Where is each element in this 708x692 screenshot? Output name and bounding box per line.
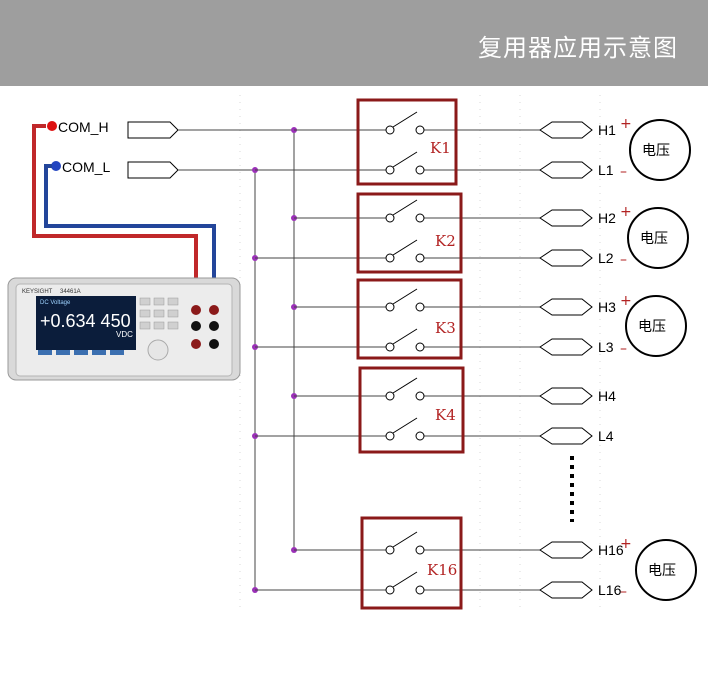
minus-sign: –	[620, 164, 627, 180]
blue-wire	[44, 164, 216, 320]
multimeter-unit: VDC	[116, 330, 133, 339]
multimeter-brand: KEYSIGHT	[22, 289, 53, 295]
plus-sign: +	[620, 116, 632, 132]
multimeter: KEYSIGHT 34461A DC Voltage +0.634 450 VD…	[7, 277, 241, 381]
terminal-high-label: H4	[598, 388, 616, 404]
input-high-jack	[191, 305, 201, 315]
voltage-source	[625, 295, 687, 357]
terminal-high-label: H2	[598, 210, 616, 226]
relay-box	[356, 192, 463, 274]
page-title: 复用器应用示意图	[478, 34, 678, 62]
terminal-high-label: H1	[598, 122, 616, 138]
relay-box	[356, 98, 458, 186]
terminal-high-label: H3	[598, 299, 616, 315]
voltage-source	[627, 207, 689, 269]
plus-sign: +	[620, 204, 632, 220]
multimeter-mode: DC Voltage	[40, 300, 71, 306]
voltage-label: 电压	[638, 319, 666, 335]
voltage-source	[629, 119, 691, 181]
relay-box	[358, 366, 465, 454]
voltage-label: 电压	[640, 231, 668, 247]
relay-label: K2	[435, 232, 456, 250]
minus-sign: –	[620, 341, 627, 357]
com-low-dot	[51, 161, 61, 171]
terminal-low-label: L1	[598, 162, 614, 178]
com-low-label: COM_L	[62, 159, 110, 175]
relay-label: K3	[435, 319, 456, 337]
voltage-label: 电压	[648, 563, 676, 579]
relay-label: K16	[427, 561, 457, 579]
com-high-terminal: COM_H	[47, 119, 179, 139]
minus-sign: –	[620, 252, 627, 268]
terminal-high-label: H16	[598, 542, 624, 558]
multimeter-reading: +0.634 450	[40, 311, 131, 331]
red-wire	[32, 124, 198, 310]
minus-sign: –	[620, 584, 627, 600]
terminal-low-label: L3	[598, 339, 614, 355]
com-low-terminal: COM_L	[51, 159, 179, 179]
title-banner: 复用器应用示意图	[0, 0, 708, 86]
plus-sign: +	[620, 293, 632, 309]
input-low-jack	[209, 321, 219, 331]
relay-box	[356, 278, 463, 360]
com-high-label: COM_H	[58, 119, 109, 135]
plus-sign: +	[620, 536, 632, 552]
terminal-low-label: L16	[598, 582, 622, 598]
terminal-low-label: L4	[598, 428, 614, 444]
relay-label: K4	[435, 406, 456, 424]
multimeter-model: 34461A	[60, 289, 81, 295]
relay-box	[360, 516, 463, 610]
voltage-label: 电压	[642, 143, 670, 159]
terminal-low-label: L2	[598, 250, 614, 266]
relay-label: K1	[430, 139, 451, 157]
multimeter-display	[36, 296, 136, 350]
com-high-dot	[47, 121, 57, 131]
voltage-source	[635, 539, 697, 601]
